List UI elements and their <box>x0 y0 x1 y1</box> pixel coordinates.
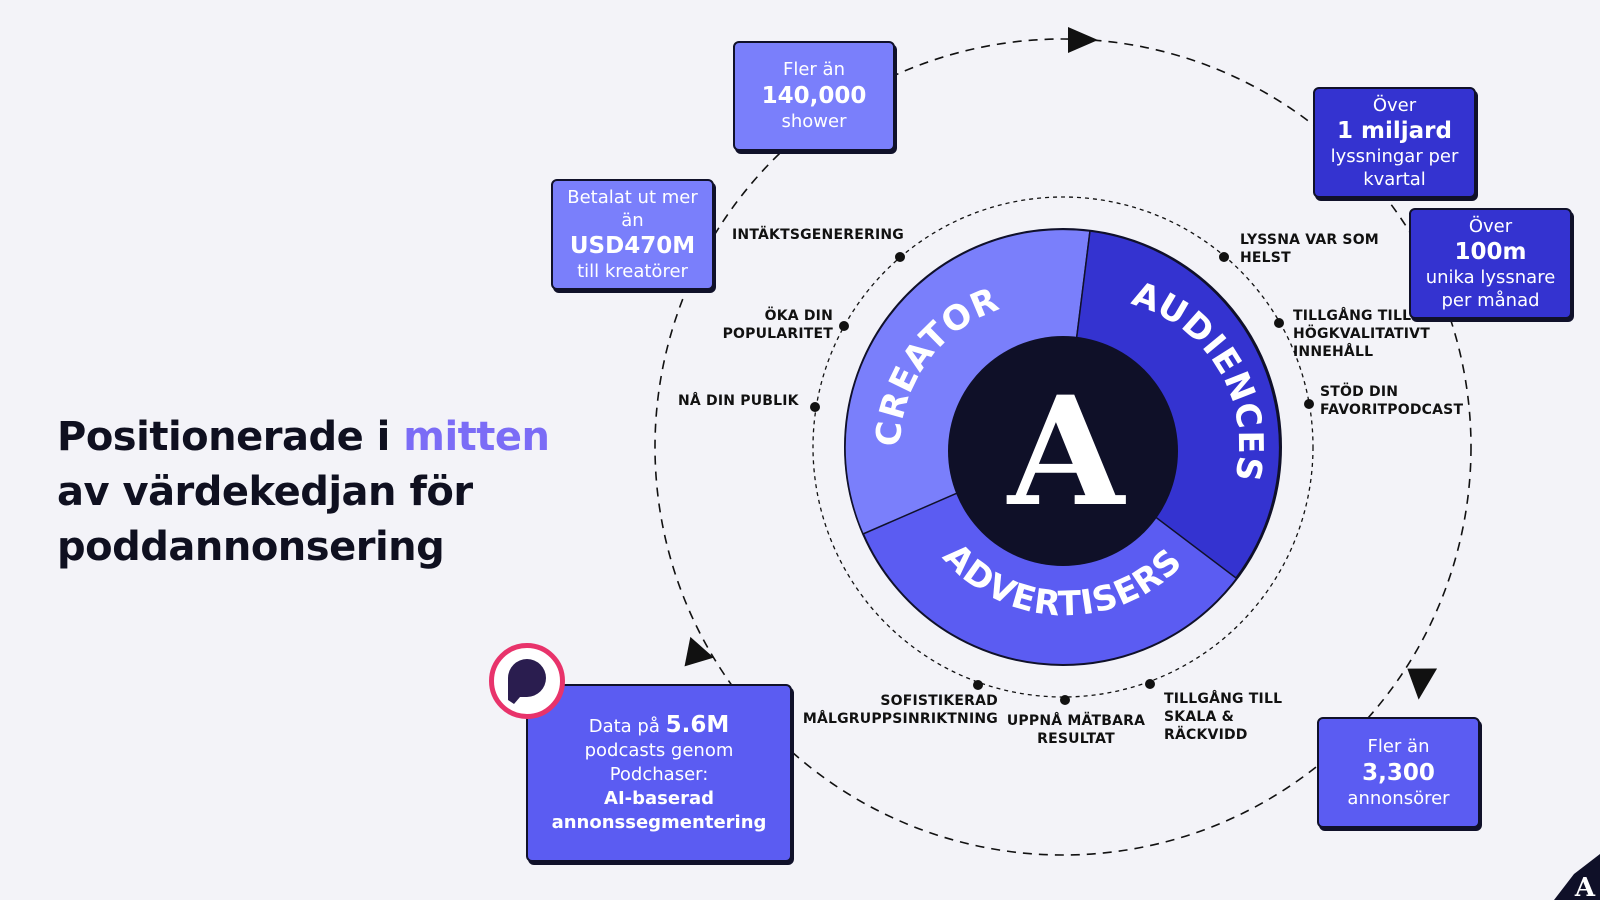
label-listen-anywhere: LYSSNA VAR SOM HELST <box>1240 232 1379 266</box>
ring-dot <box>1274 318 1284 328</box>
stat-pre: Fler än <box>783 59 845 80</box>
ring-dot <box>1145 679 1155 689</box>
svg-text:A: A <box>1574 873 1596 900</box>
stat-post: lyssningar per kvartal <box>1330 146 1459 190</box>
stat-box-paid: Betalat ut mer än USD470M till kreatörer <box>551 179 714 290</box>
podchaser-logo-icon <box>489 643 565 719</box>
stat-post: shower <box>781 111 847 132</box>
stat-value: 140,000 <box>761 83 867 109</box>
cycle-arrow-left <box>684 636 714 667</box>
stat-value: 3,300 <box>1362 759 1435 786</box>
headline-line-2: av värdekedjan för <box>57 469 473 515</box>
ring-dot <box>1060 695 1070 705</box>
ring-dot <box>1304 399 1314 409</box>
ring-dot <box>810 402 820 412</box>
stat-pre: Data på <box>588 716 666 737</box>
stat-value: USD470M <box>569 233 696 259</box>
center-logo-glyph: A <box>1006 364 1127 540</box>
label-popularity: ÖKA DIN POPULARITET <box>722 308 833 342</box>
stat-box-listeners: Över 100m unika lyssnare per månad <box>1409 208 1572 319</box>
wheel-center <box>948 336 1178 566</box>
headline-line-1: Positionerade i mitten <box>57 410 577 465</box>
stat-box-listens: Över 1 miljard lyssningar per kvartal <box>1313 87 1476 198</box>
label-targeting: SOFISTIKERAD MÅLGRUPPSINRIKTNING <box>802 693 998 727</box>
stat-pre: Fler än <box>1367 735 1430 757</box>
ring-dot <box>1219 252 1229 262</box>
stat-pre-line: Data på 5.6M <box>589 711 730 739</box>
label-scale: TILLGÅNG TILL SKALA & RÄCKVIDD <box>1164 691 1283 743</box>
stat-pre: Betalat ut mer än <box>567 187 698 231</box>
stat-mid: podcasts genom Podchaser: <box>584 740 734 785</box>
cycle-arrow-right <box>1407 668 1438 700</box>
stat-value: 100m <box>1454 239 1527 265</box>
label-results: UPPNÅ MÄTBARA RESULTAT <box>1006 713 1146 747</box>
stat-post: annonsörer <box>1347 787 1450 809</box>
label-reach-audience: NÅ DIN PUBLIK <box>678 393 799 409</box>
podchaser-glyph <box>508 659 546 704</box>
stat-bold: AI-baserad annonssegmentering <box>551 788 767 833</box>
acast-logo-icon: A <box>1554 854 1600 900</box>
stat-value: 5.6M <box>665 712 730 738</box>
page-title: Positionerade i mitten av värdekedjan fö… <box>57 410 577 575</box>
ring-dot <box>895 252 905 262</box>
ring-dot <box>839 321 849 331</box>
ring-dot <box>973 680 983 690</box>
stat-box-advertisers: Fler än 3,300 annonsörer <box>1317 717 1480 828</box>
stat-box-shows: Fler än 140,000 shower <box>733 41 895 151</box>
segment-audiences <box>1062 230 1281 580</box>
stat-pre: Över <box>1372 95 1417 116</box>
stat-post: till kreatörer <box>577 261 688 282</box>
headline-accent: mitten <box>403 414 550 460</box>
cycle-arrow-top <box>1068 27 1098 53</box>
headline-line-3: poddannonsering <box>57 524 445 570</box>
label-monetize: INTÄKTSGENERERING <box>732 227 904 243</box>
label-support: STÖD DIN FAVORITPODCAST <box>1320 384 1464 418</box>
stat-box-data: Data på 5.6M podcasts genom Podchaser: A… <box>526 684 792 862</box>
stat-post: unika lyssnare per månad <box>1425 267 1556 311</box>
stat-pre: Över <box>1468 216 1513 237</box>
label-quality-content: TILLGÅNG TILL HÖGKVALITATIVT INNEHÅLL <box>1293 308 1430 360</box>
stat-value: 1 miljard <box>1337 118 1452 144</box>
outer-cycle-ring <box>654 38 1472 856</box>
headline-text: Positionerade i <box>57 414 404 460</box>
